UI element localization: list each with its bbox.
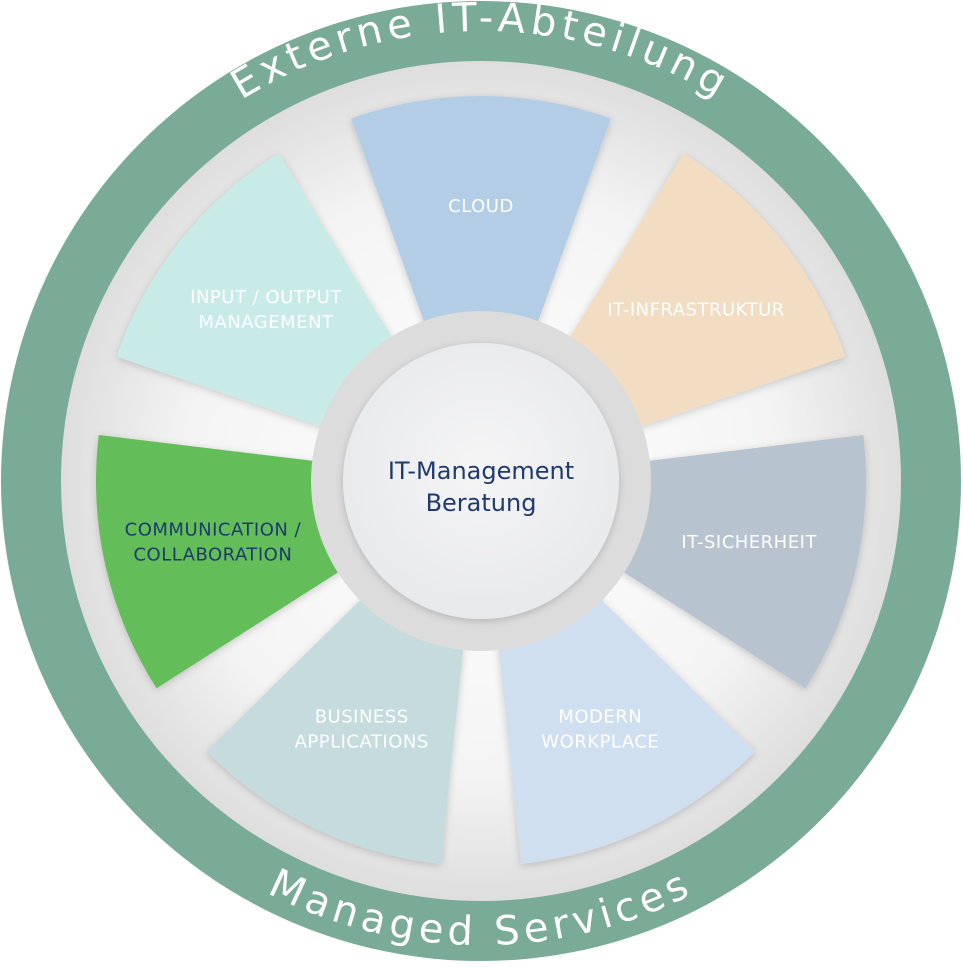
segments-layer: CLOUD IT-INFRASTRUKTUR IT-SICHERHEIT MODERN…	[95, 96, 866, 864]
segment-label-communication-collaboration-line-1: COMMUNICATION /	[125, 520, 302, 541]
segment-cloud	[351, 96, 611, 340]
segment-communication-collaboration	[95, 435, 355, 689]
segment-label-business-applications-line-2: APPLICATIONS	[295, 731, 429, 752]
segment-it-infrastruktur	[559, 153, 846, 433]
segment-label-it-sicherheit-line-1: IT-SICHERHEIT	[681, 532, 817, 553]
center-hub	[343, 343, 619, 619]
segment-label-modern-workplace-line-1: MODERN	[558, 706, 642, 727]
segment-label-cloud-line-1: CLOUD	[448, 196, 514, 217]
segment-label-it-infrastruktur-line-1: IT-INFRASTRUKTUR	[607, 300, 785, 321]
segment-label-communication-collaboration-line-2: COLLABORATION	[133, 545, 292, 566]
center-title-line-2: Beratung	[426, 489, 537, 517]
segment-modern-workplace	[496, 586, 756, 864]
segment-it-sicherheit	[607, 435, 866, 689]
segment-label-business-applications-line-1: BUSINESS	[315, 706, 409, 727]
segment-label-modern-workplace-line-2: WORKPLACE	[541, 731, 659, 752]
segment-business-applications	[206, 586, 466, 864]
center-title-line-1: IT-Management	[388, 457, 574, 485]
segment-input-output-management	[116, 153, 403, 433]
segment-label-input-output-management-line-2: MANAGEMENT	[198, 312, 333, 333]
segment-label-input-output-management-line-1: INPUT / OUTPUT	[190, 287, 342, 308]
